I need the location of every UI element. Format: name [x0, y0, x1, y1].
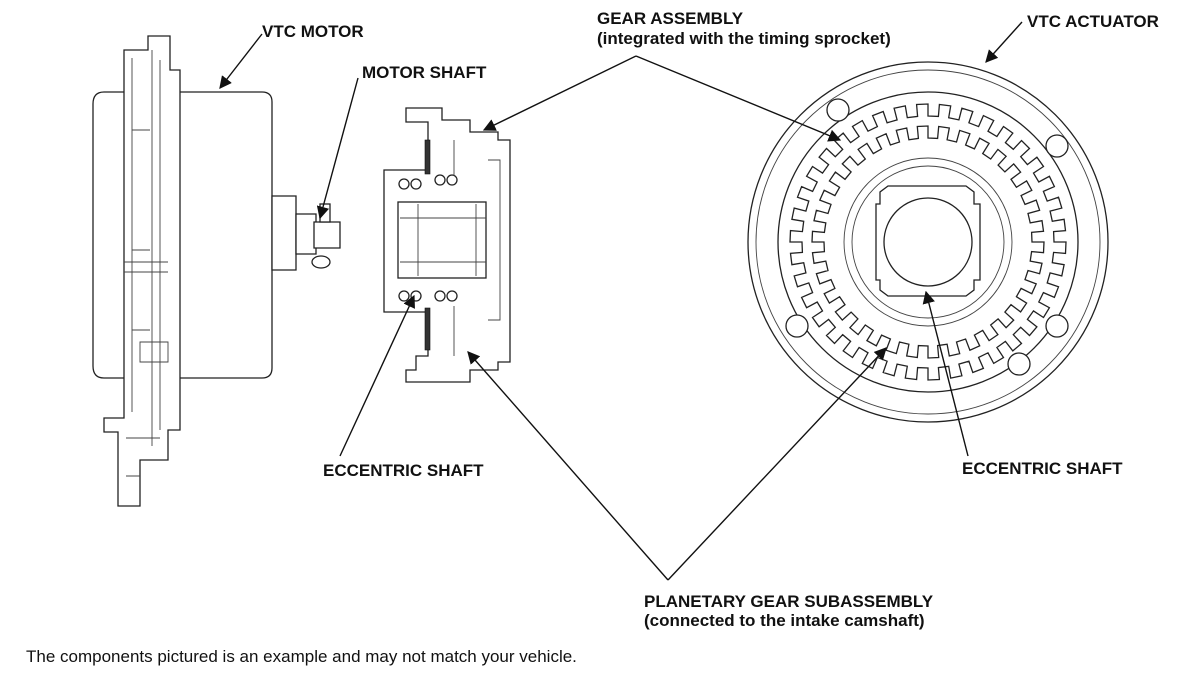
vtc-motor-drawing: [92, 35, 341, 507]
label-gear-assembly: GEAR ASSEMBLY: [597, 9, 744, 28]
leader-lines: [219, 21, 1023, 581]
label-gear-assembly-note: (integrated with the timing sprocket): [597, 29, 891, 48]
label-vtc-actuator: VTC ACTUATOR: [1027, 12, 1159, 31]
vtc-actuator-drawing: [747, 61, 1109, 423]
label-motor-shaft: MOTOR SHAFT: [362, 63, 487, 82]
label-planetary-gear-note: (connected to the intake camshaft): [644, 611, 925, 630]
caption: The components pictured is an example an…: [26, 647, 577, 666]
label-planetary-gear: PLANETARY GEAR SUBASSEMBLY: [644, 592, 934, 611]
gear-assembly-section: [383, 107, 511, 383]
label-eccentric-shaft-right: ECCENTRIC SHAFT: [962, 459, 1123, 478]
label-eccentric-shaft-left: ECCENTRIC SHAFT: [323, 461, 484, 480]
labels: VTC MOTOR MOTOR SHAFT GEAR ASSEMBLY (int…: [26, 9, 1159, 666]
label-vtc-motor: VTC MOTOR: [262, 22, 364, 41]
